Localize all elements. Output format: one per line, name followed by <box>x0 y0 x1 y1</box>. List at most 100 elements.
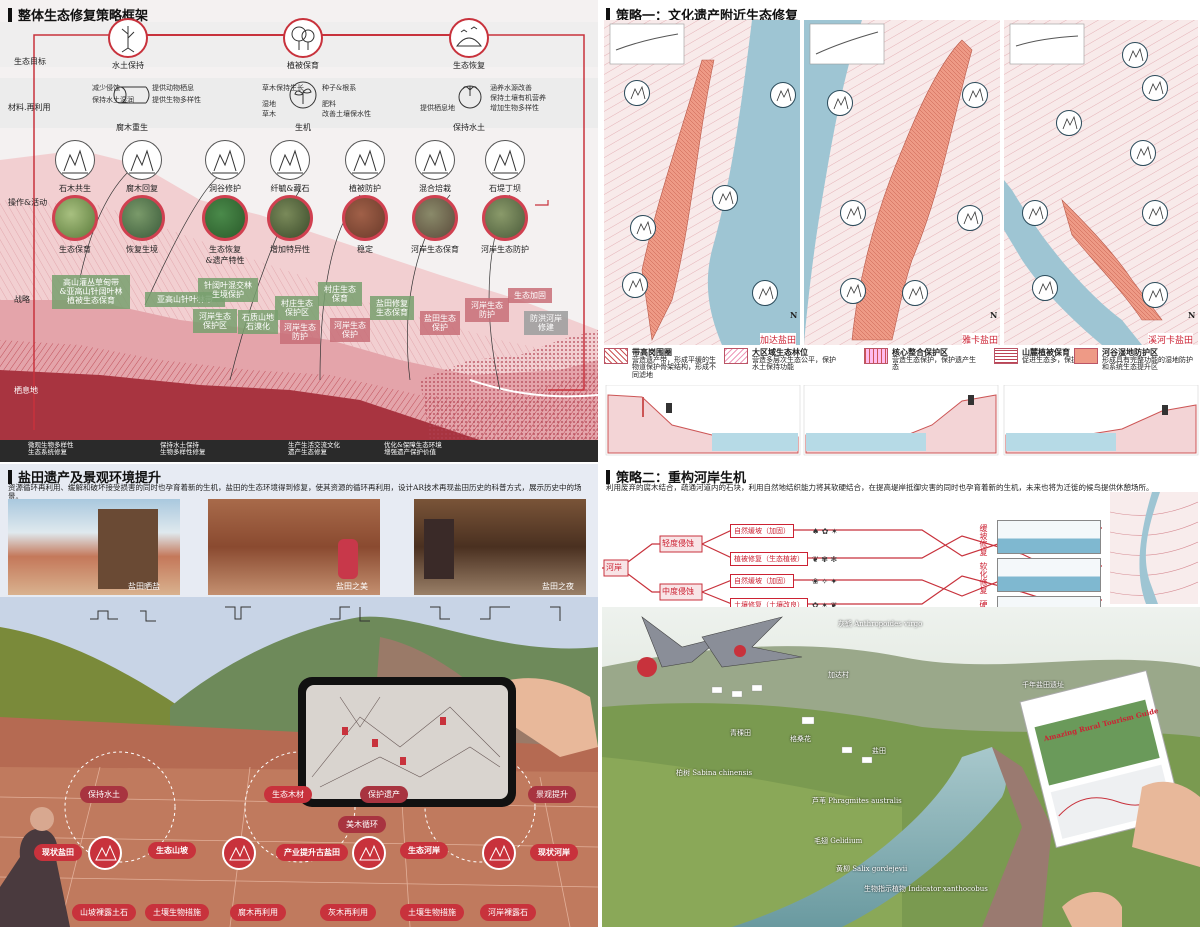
map-callout-icon <box>622 272 648 298</box>
map-callout-icon <box>624 80 650 106</box>
legend-name: 带高岗围圈 <box>632 347 672 357</box>
legend-swatch <box>724 348 748 364</box>
legend-text: 大区域生态林位营造多层次生态公平，保护水土保持功能 <box>752 348 842 372</box>
photo-salt-pool: 盐田晒盐 <box>8 499 180 595</box>
legend-item: 带高岗围圈营造遗产带，形成平缓的生物道保护骨架结构，形成不同滤地 <box>604 348 722 380</box>
map-callout-icon <box>1122 42 1148 68</box>
operation-photo-label: 生态恢复 &遗产特性 <box>205 245 245 265</box>
output-box <box>997 558 1101 592</box>
svg-text:❦ ✾ ✻: ❦ ✾ ✻ <box>812 555 837 564</box>
landscape-annotation: 生物指示植物 Indicator xanthocobus <box>864 885 988 893</box>
q1-panel: 整体生态修复策略框架 <box>0 0 598 462</box>
material-label: 腐木重生 <box>116 123 148 132</box>
flow-bottom-tag: 河岸裸露石 <box>480 904 536 921</box>
legend-text: 核心整合保护区营造生态保护，保护遗产生态 <box>892 348 982 372</box>
material-label: 保持水土 <box>453 123 485 132</box>
strategy-tag: 村庄生态 保育 <box>318 282 362 307</box>
operation-label: 石木共生 <box>59 184 91 193</box>
legend-desc: 营造生态保护，保护遗产生态 <box>892 355 976 372</box>
map-name: 雅卡盐田 <box>962 333 999 346</box>
landscape-annotation: 千年盐田遗址 <box>1022 681 1064 689</box>
landscape-annotation: 灰鹤 Anthropoides virgo <box>838 620 923 628</box>
material-note: 草木保持生长 <box>262 84 304 92</box>
goal-icon-trees <box>283 18 323 58</box>
q4-header-bar <box>606 469 610 484</box>
goal-icon-ecosystem <box>449 18 489 58</box>
flow-bottom-tag: 土壤生物措施 <box>400 904 464 921</box>
row-label-operation: 操作&活动 <box>8 198 48 207</box>
material-label: 生机 <box>295 123 311 132</box>
network-node: 自然缓坡（加固） <box>730 574 794 588</box>
material-note: 提供栖息地 <box>420 104 455 112</box>
map-callout-icon <box>840 278 866 304</box>
flow-bottom-tag: 灰木再利用 <box>320 904 376 921</box>
operation-sketch-icon <box>122 140 162 180</box>
map-callout-icon <box>1032 275 1058 301</box>
north-arrow: N <box>790 310 798 320</box>
legend-item: 核心整合保护区营造生态保护，保护遗产生态 <box>864 348 982 372</box>
operation-photo-label: 生态保育 <box>59 245 91 254</box>
material-note: 增加生物多样性 <box>490 104 539 112</box>
svg-text:♠ ✿ ✶: ♠ ✿ ✶ <box>812 527 838 536</box>
q3-header: 盐田遗产及景观环境提升 <box>8 467 161 486</box>
q1-title: 整体生态修复策略框架 <box>18 9 149 24</box>
strategy-tag: 生态加固 <box>508 288 552 304</box>
operation-label: 纤毓&藏石 <box>270 184 310 193</box>
flow-top-tag: 美木循环 <box>338 816 386 833</box>
map-callout-icon <box>1130 140 1156 166</box>
legend-swatch <box>864 348 888 364</box>
flow-node-icon <box>222 836 256 870</box>
legend-name: 河谷湿地防护区 <box>1102 347 1158 357</box>
habitat-bottom-label: 生产生活交流文化 遗产生态修复 <box>288 441 340 457</box>
material-icon-sprout <box>289 81 317 109</box>
q4-landscape <box>602 607 1200 927</box>
landscape-annotation: 盐田 <box>872 747 886 755</box>
legend-name: 核心整合保护区 <box>892 347 948 357</box>
legend-name: 山麓植被保育 <box>1022 347 1070 357</box>
q3-landscape <box>0 597 598 927</box>
photo-caption: 盐田之美 <box>336 582 368 591</box>
material-note: 保持土壤有机营养 <box>490 94 546 102</box>
strategy-tag: 盐田生态 保护 <box>420 311 460 336</box>
strategy-tag: 防洪河岸 修建 <box>524 311 568 336</box>
map-name: 溪河卡盐田 <box>1148 333 1194 346</box>
operation-photo <box>482 195 528 241</box>
operation-sketch-icon <box>345 140 385 180</box>
strategy-tag: 针阔叶混交林 生境保护 <box>198 278 258 303</box>
landscape-annotation: 柏树 Sabina chinensis <box>676 769 753 777</box>
network-lower-label: 中度侵蚀 <box>662 587 694 596</box>
operation-photo-label: 稳定 <box>357 245 373 254</box>
legend-desc: 营造遗产带，形成平缓的生物道保护骨架结构，形成不同滤地 <box>632 355 716 380</box>
legend-desc: 营造多层次生态公平，保护水土保持功能 <box>752 355 836 372</box>
flow-bottom-tag: 腐木再利用 <box>230 904 286 921</box>
q4-network: ♠ ✿ ✶ ❦ ✾ ✻ ❀ ✧ ✦ ✿ ✶ ❦ <box>602 527 1102 610</box>
operation-label: 洞谷修护 <box>209 184 241 193</box>
flow-mid-tag: 生态河岸 <box>400 842 448 859</box>
flow-bottom-tag: 山坡裸露土石 <box>72 904 136 921</box>
map-callout-icon <box>1142 200 1168 226</box>
map-callout-icon <box>1056 110 1082 136</box>
material-note: 改善土壤保水性 <box>322 110 371 118</box>
flow-bottom-tag: 土壤生物措施 <box>145 904 209 921</box>
goal-label: 水土保持 <box>112 61 144 70</box>
material-note: 减少侵蚀 <box>92 84 120 92</box>
q3-title: 盐田遗产及景观环境提升 <box>18 471 162 486</box>
strategy-tag: 河岸生态 保护区 <box>193 309 237 334</box>
network-node: 植被修复（生态植被） <box>730 552 808 566</box>
material-note: 种子&根系 <box>322 84 357 92</box>
map-callout-icon <box>957 205 983 231</box>
q3-header-bar <box>8 469 12 484</box>
operation-sketch-icon <box>415 140 455 180</box>
north-arrow: N <box>990 310 998 320</box>
map-callout-icon <box>752 280 778 306</box>
strategy-tag: 河岸生态 防护 <box>465 298 509 323</box>
map-callout-icon <box>770 82 796 108</box>
strategy-tag: 河岸生态 防护 <box>280 320 320 345</box>
flow-node-icon <box>352 836 386 870</box>
operation-photo-label: 河岸生态防护 <box>481 245 529 254</box>
legend-text: 河谷湿地防护区形成具有完整功能的湿地防护和系统生态提升区 <box>1102 348 1194 372</box>
landscape-annotation: 芦苇 Phragmites australis <box>812 797 902 805</box>
legend-name: 大区域生态林位 <box>752 347 808 357</box>
material-icon-soil <box>458 85 482 109</box>
operation-photo-label: 恢复生境 <box>126 245 158 254</box>
